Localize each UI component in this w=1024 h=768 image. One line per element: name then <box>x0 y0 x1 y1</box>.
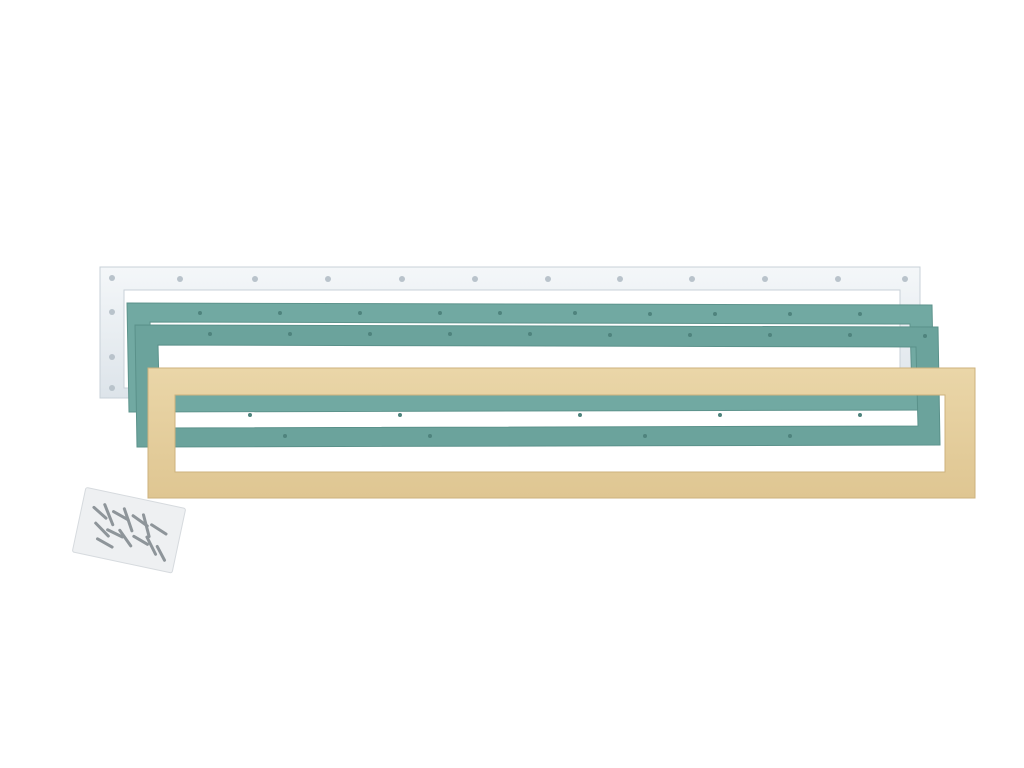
beige-trim-frame <box>147 367 976 499</box>
gasket-lower <box>134 311 941 448</box>
gasket-upper <box>126 302 935 413</box>
screw-bag <box>72 487 186 574</box>
